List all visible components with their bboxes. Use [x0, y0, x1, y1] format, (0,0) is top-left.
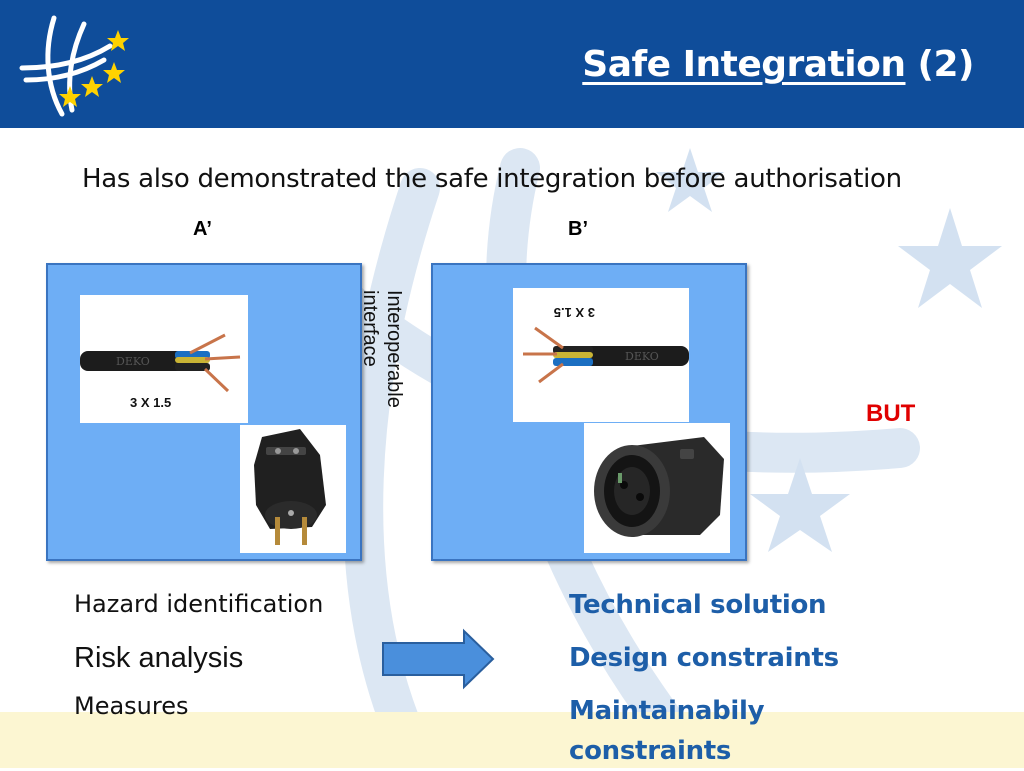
subtitle: Has also demonstrated the safe integrati… — [82, 164, 902, 194]
brand-watermark-b: DEKO — [625, 350, 659, 363]
footer-band — [0, 712, 1024, 768]
arrow-right-icon — [382, 628, 495, 690]
but-label: BUT — [866, 400, 916, 427]
cable-a-text: 3 X 1.5 — [130, 395, 171, 410]
header-bar: Safe Integration (2) — [0, 0, 1024, 128]
risk-analysis-text: Risk analysis — [74, 642, 244, 674]
page-title-suffix: (2) — [905, 44, 975, 85]
socket-photo — [584, 423, 730, 553]
design-constraints-text: Design constraints — [569, 643, 839, 673]
plug-image — [254, 429, 326, 545]
brand-watermark-a: DEKO — [116, 355, 150, 368]
panel-b-label: B’ — [568, 218, 588, 240]
cable-b-image: 3 X 1.5 DEKO — [523, 305, 689, 384]
cable-photo-a: DEKO 3 X 1.5 — [80, 295, 248, 423]
era-logo-icon — [19, 15, 129, 117]
page-title: Safe Integration (2) — [582, 44, 974, 85]
technical-solution-text: Technical solution — [569, 590, 827, 620]
interoperable-interface-text: Interoperable interface — [359, 290, 405, 408]
measures-text: Measures — [74, 692, 189, 720]
maintainability-constraints-text: Maintainabily constraints — [569, 696, 765, 766]
cable-b-text: 3 X 1.5 — [554, 305, 595, 320]
panel-a: DEKO 3 X 1.5 — [46, 263, 362, 561]
socket-image — [594, 437, 724, 537]
panel-a-label: A’ — [193, 218, 212, 240]
hazard-identification-text: Hazard identification — [74, 590, 324, 618]
interoperable-interface-label: Interoperable interface — [354, 290, 406, 440]
panel-b: 3 X 1.5 DEKO — [431, 263, 747, 561]
page-title-main: Safe Integration — [582, 44, 906, 85]
cable-a-image: DEKO 3 X 1.5 — [80, 333, 241, 410]
plug-photo — [240, 425, 346, 553]
cable-photo-b: 3 X 1.5 DEKO — [513, 288, 689, 422]
